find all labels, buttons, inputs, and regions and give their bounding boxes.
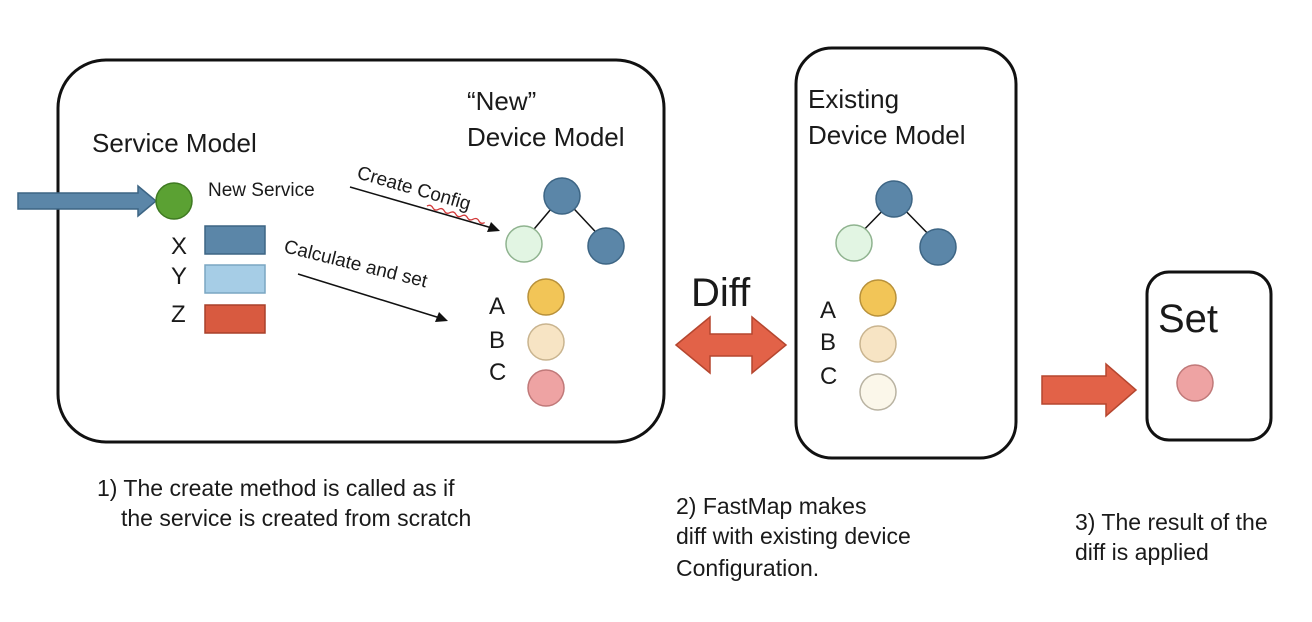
new-param-c [527,369,565,407]
diff-arrow [674,315,788,375]
create-config-arrow [349,186,493,229]
calculate-arrowhead [435,312,448,322]
step2-caption-line2: diff with existing device [676,523,911,549]
existing-param-label-c: C [820,363,837,390]
existing-tree-root [875,180,913,218]
set-label: Set [1158,297,1218,341]
step3-caption-line2: diff is applied [1075,539,1209,565]
device-param-label-a: A [489,293,505,320]
existing-param-b [859,325,897,363]
new-service-label: New Service [208,180,315,201]
step2-caption-line3: Configuration. [676,555,819,581]
new-device-model-title: Device Model [467,122,625,152]
existing-model-panel [794,46,1018,460]
input-arrow [17,184,158,218]
new-model-panel [56,58,666,444]
existing-model-title: Existing [808,84,899,114]
service-model-title: Service Model [92,128,257,158]
step1-caption-line2: the service is created from scratch [121,505,471,531]
device-param-label-c: C [489,359,506,386]
step3-caption-line1: 3) The result of the [1075,509,1268,535]
set-panel [1145,270,1273,442]
existing-tree-leaf-right [919,228,957,266]
set-arrow [1041,362,1138,418]
existing-device-model-title: Device Model [808,120,966,150]
create-config-arrowhead [487,222,500,232]
step2-caption-line1: 2) FastMap makes [676,493,866,519]
existing-param-c [859,373,897,411]
diff-label: Diff [691,271,751,315]
step1-caption-line1: 1) The create method is called as if [97,475,455,501]
param-label-x: X [171,233,187,260]
existing-tree-leaf-left [835,224,873,262]
new-model-title-quote: “New” [467,86,536,116]
service-node [155,182,193,220]
param-bar-z [204,304,266,334]
existing-param-label-b: B [820,329,836,356]
calculate-arrow [297,273,441,319]
spellcheck-underline [426,204,485,224]
new-param-b [527,323,565,361]
new-tree-leaf-right [587,227,625,265]
new-tree-leaf-left [505,225,543,263]
new-tree-root [543,177,581,215]
param-label-y: Y [171,263,187,290]
param-label-z: Z [171,301,186,328]
set-node [1176,364,1214,402]
param-bar-y [204,264,266,294]
new-param-a [527,278,565,316]
param-bar-x [204,225,266,255]
existing-param-label-a: A [820,297,836,324]
existing-param-a [859,279,897,317]
device-param-label-b: B [489,327,505,354]
